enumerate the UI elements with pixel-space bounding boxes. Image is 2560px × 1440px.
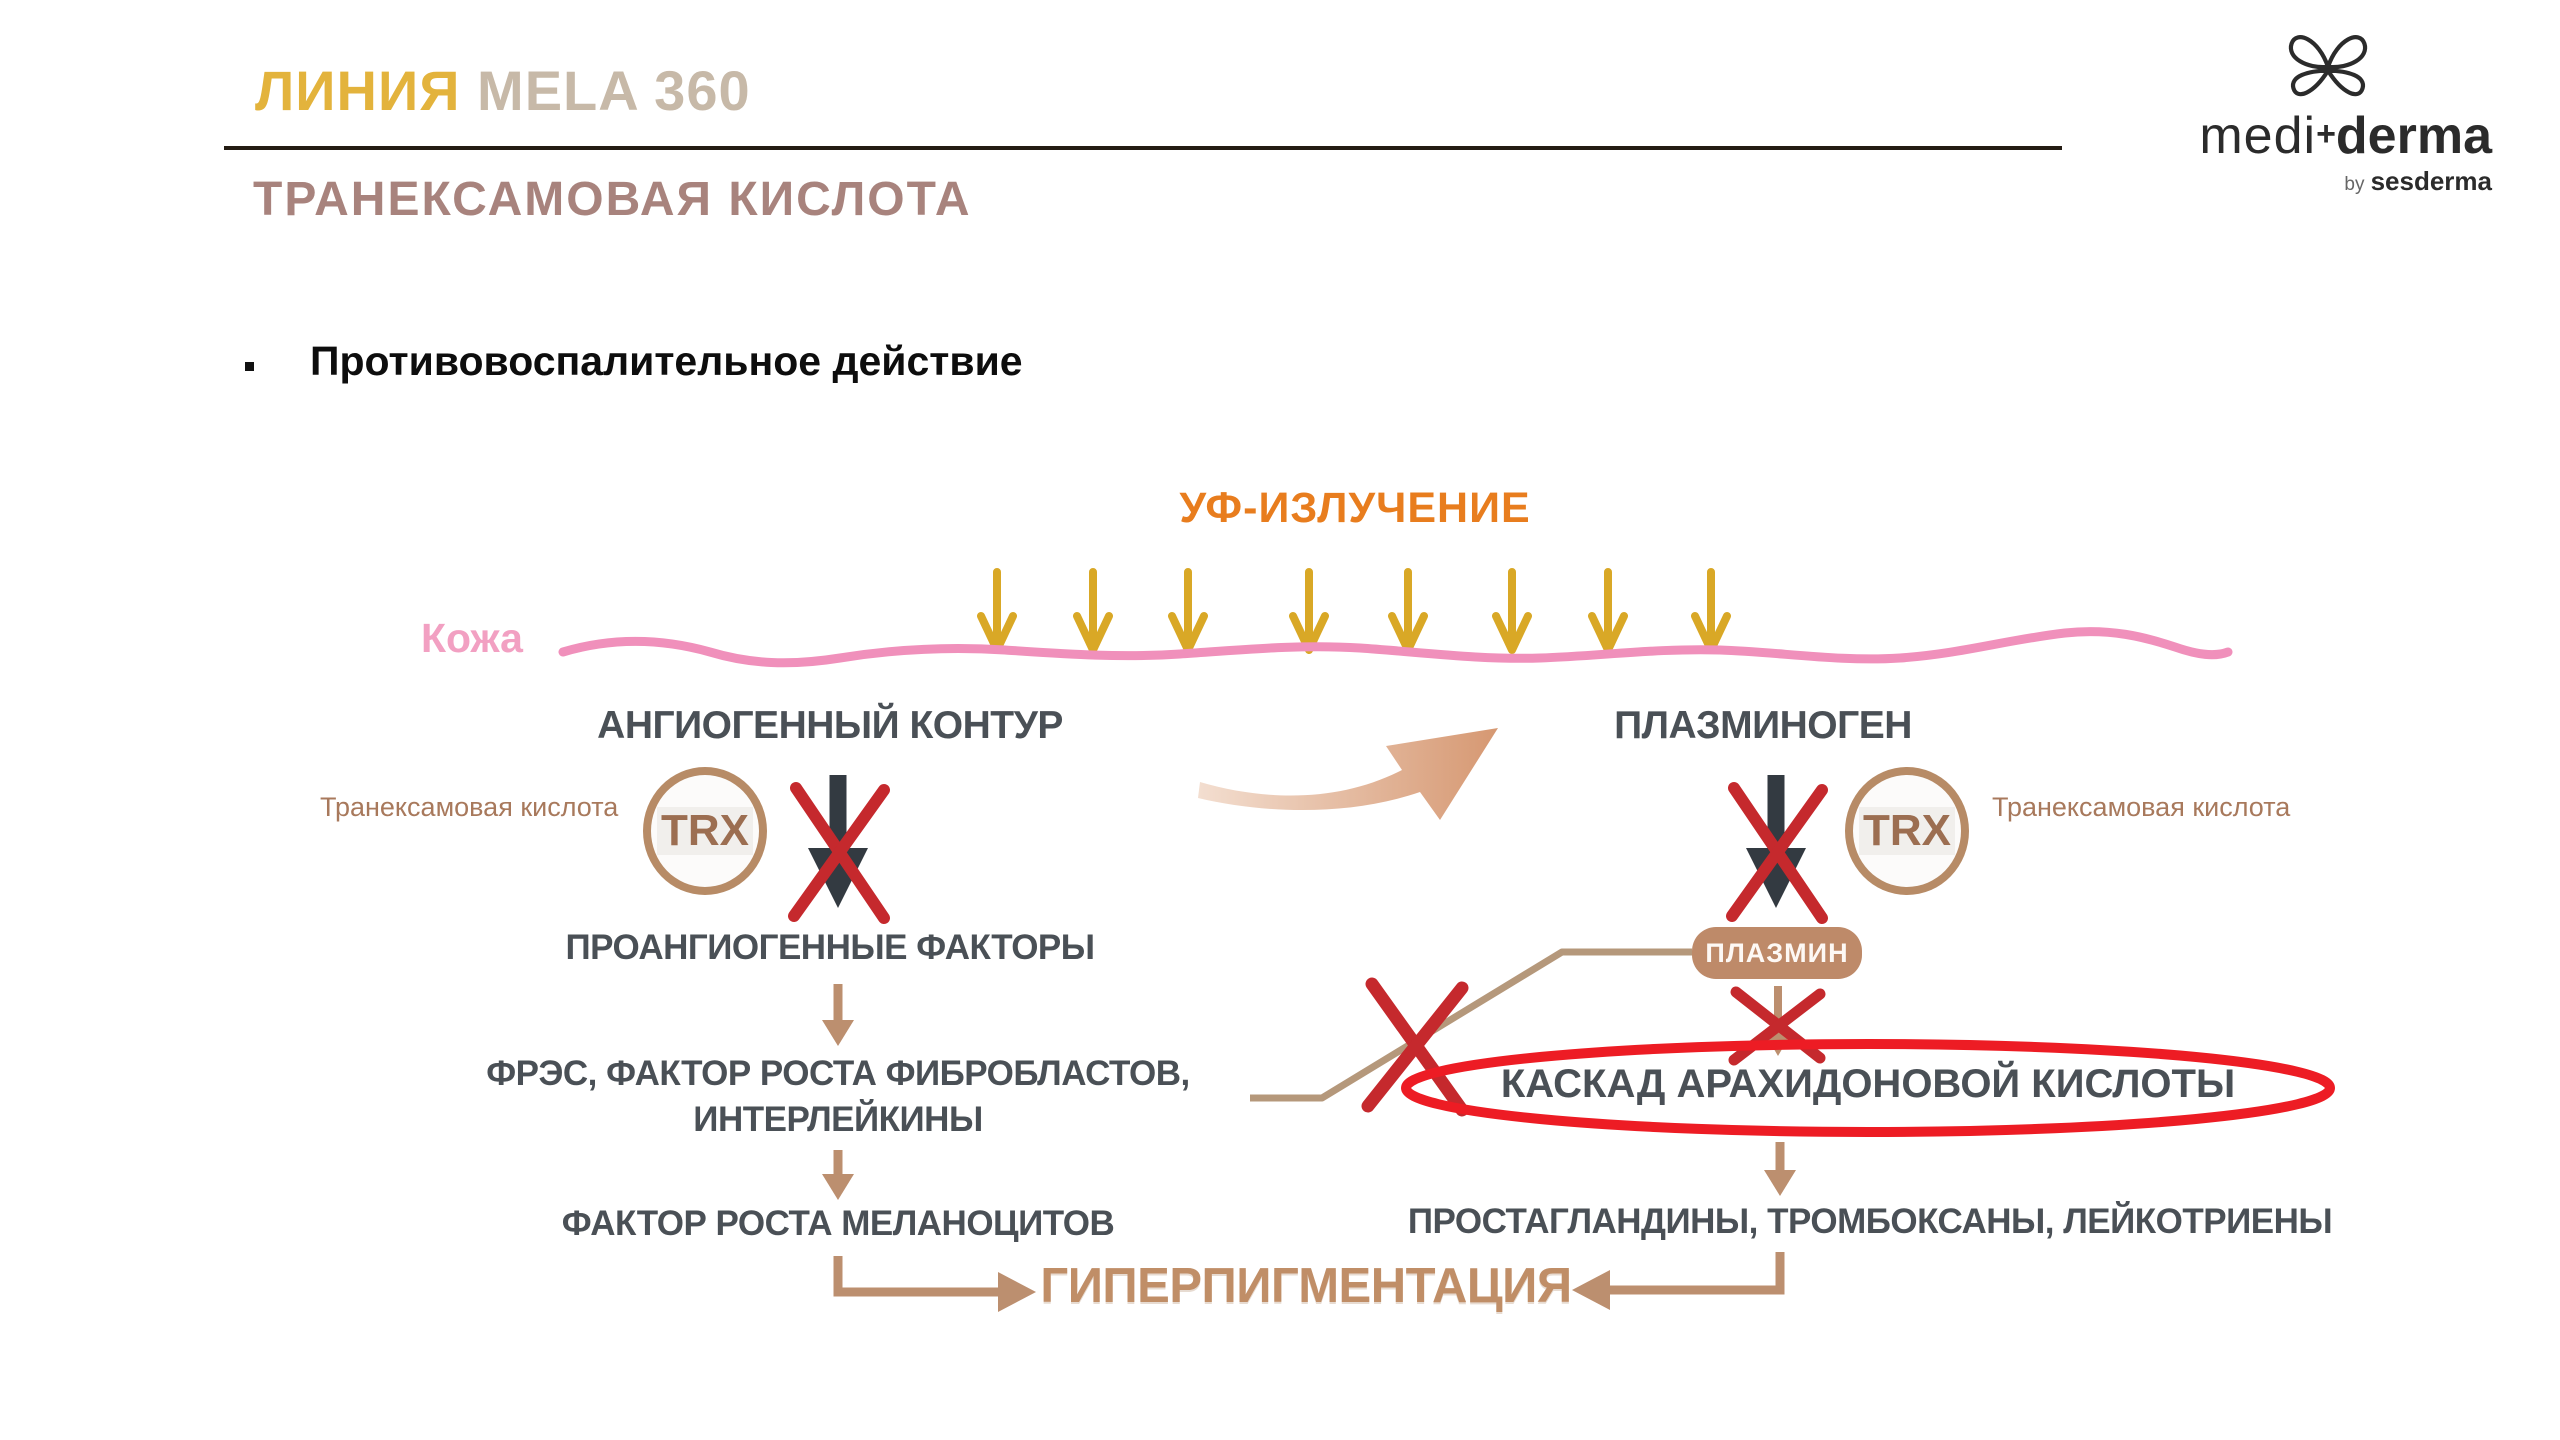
plasmin-pill: ПЛАЗМИН (1692, 927, 1862, 979)
bullet-text: Противовоспалительное действие (310, 338, 1023, 384)
slide-subtitle: ТРАНЕКСАМОВАЯ КИСЛОТА (253, 173, 972, 226)
tranexamic-acid-label-right: Транексамовая кислота (1992, 792, 2291, 822)
right-elbow-arrow-icon (1572, 1252, 1785, 1310)
right-blocked-arrow-icon (1726, 775, 1828, 924)
byline-sesderma: sesderma (2370, 166, 2492, 196)
brand-derma: derma (2335, 107, 2492, 165)
byline-by: by (2344, 174, 2365, 195)
right-block-cross-icon (1726, 782, 1828, 924)
left-flow-arrow-2-icon (822, 1150, 854, 1200)
trx-badge-left: TRX (643, 767, 767, 895)
brand-logo: medi+derma by sesderma (2132, 24, 2492, 197)
bullet-marker (245, 362, 254, 371)
hyperpigmentation-label: ГИПЕРПИГМЕНТАЦИЯ (1040, 1259, 1572, 1313)
trx-label-right: TRX (1859, 807, 1955, 855)
uv-rays-arrow-icons (977, 568, 1731, 654)
left-flow-arrow-1-icon (822, 984, 854, 1046)
brand-wordmark: medi+derma (2132, 110, 2492, 162)
mediators-line2: ИНТЕРЛЕЙКИНЫ (693, 1100, 983, 1139)
page-title: ЛИНИЯ MELA 360 (255, 58, 751, 123)
arachidonic-cascade-label: КАСКАД АРАХИДОНОВОЙ КИСЛОТЫ (1500, 1062, 2236, 1106)
left-blocked-arrow-icon (788, 775, 890, 924)
tranexamic-acid-label-left: Транексамовая кислота (320, 792, 619, 822)
prostaglandins-label: ПРОСТАГЛАНДИНЫ, ТРОМБОКСАНЫ, ЛЕЙКОТРИЕНЫ (1407, 1202, 2333, 1241)
mediators-line1: ФРЭС, ФАКТОР РОСТА ФИБРОБЛАСТОВ, (486, 1054, 1190, 1093)
right-flow-arrow-icon (1764, 1142, 1796, 1196)
left-block-cross-icon (788, 782, 890, 924)
crosslink-block-cross-icon (1361, 977, 1469, 1117)
uv-radiation-label: УФ-ИЗЛУЧЕНИЕ (1179, 484, 1531, 532)
blocked-crosslink-line (1250, 948, 1692, 1117)
angiogenic-circuit-title: АНГИОГЕННЫЙ КОНТУР (597, 704, 1063, 747)
butterfly-icon (2288, 35, 2368, 97)
proangiogenic-factors-label: ПРОАНГИОГЕННЫЕ ФАКТОРЫ (565, 928, 1095, 967)
title-divider (224, 146, 2062, 150)
trx-label-left: TRX (657, 807, 753, 855)
title-line-name: ЛИНИЯ (255, 59, 461, 122)
title-product-name: MELA 360 (477, 59, 751, 122)
cascade-highlight-ellipse (1401, 1039, 2335, 1137)
trx-badge-right: TRX (1845, 767, 1969, 895)
skin-label: Кожа (421, 615, 523, 661)
brand-byline: by sesderma (2132, 166, 2492, 197)
skin-surface-line (558, 627, 2233, 668)
brand-medi: medi (2199, 107, 2317, 165)
transition-curved-arrow-icon (1198, 728, 1498, 820)
brand-plus: + (2316, 115, 2336, 153)
left-elbow-arrow-icon (833, 1256, 1036, 1312)
plasminogen-title: ПЛАЗМИНОГЕН (1614, 704, 1912, 747)
plasmin-label: ПЛАЗМИН (1705, 937, 1849, 968)
melanocyte-growth-factor-label: ФАКТОР РОСТА МЕЛАНОЦИТОВ (561, 1204, 1115, 1243)
